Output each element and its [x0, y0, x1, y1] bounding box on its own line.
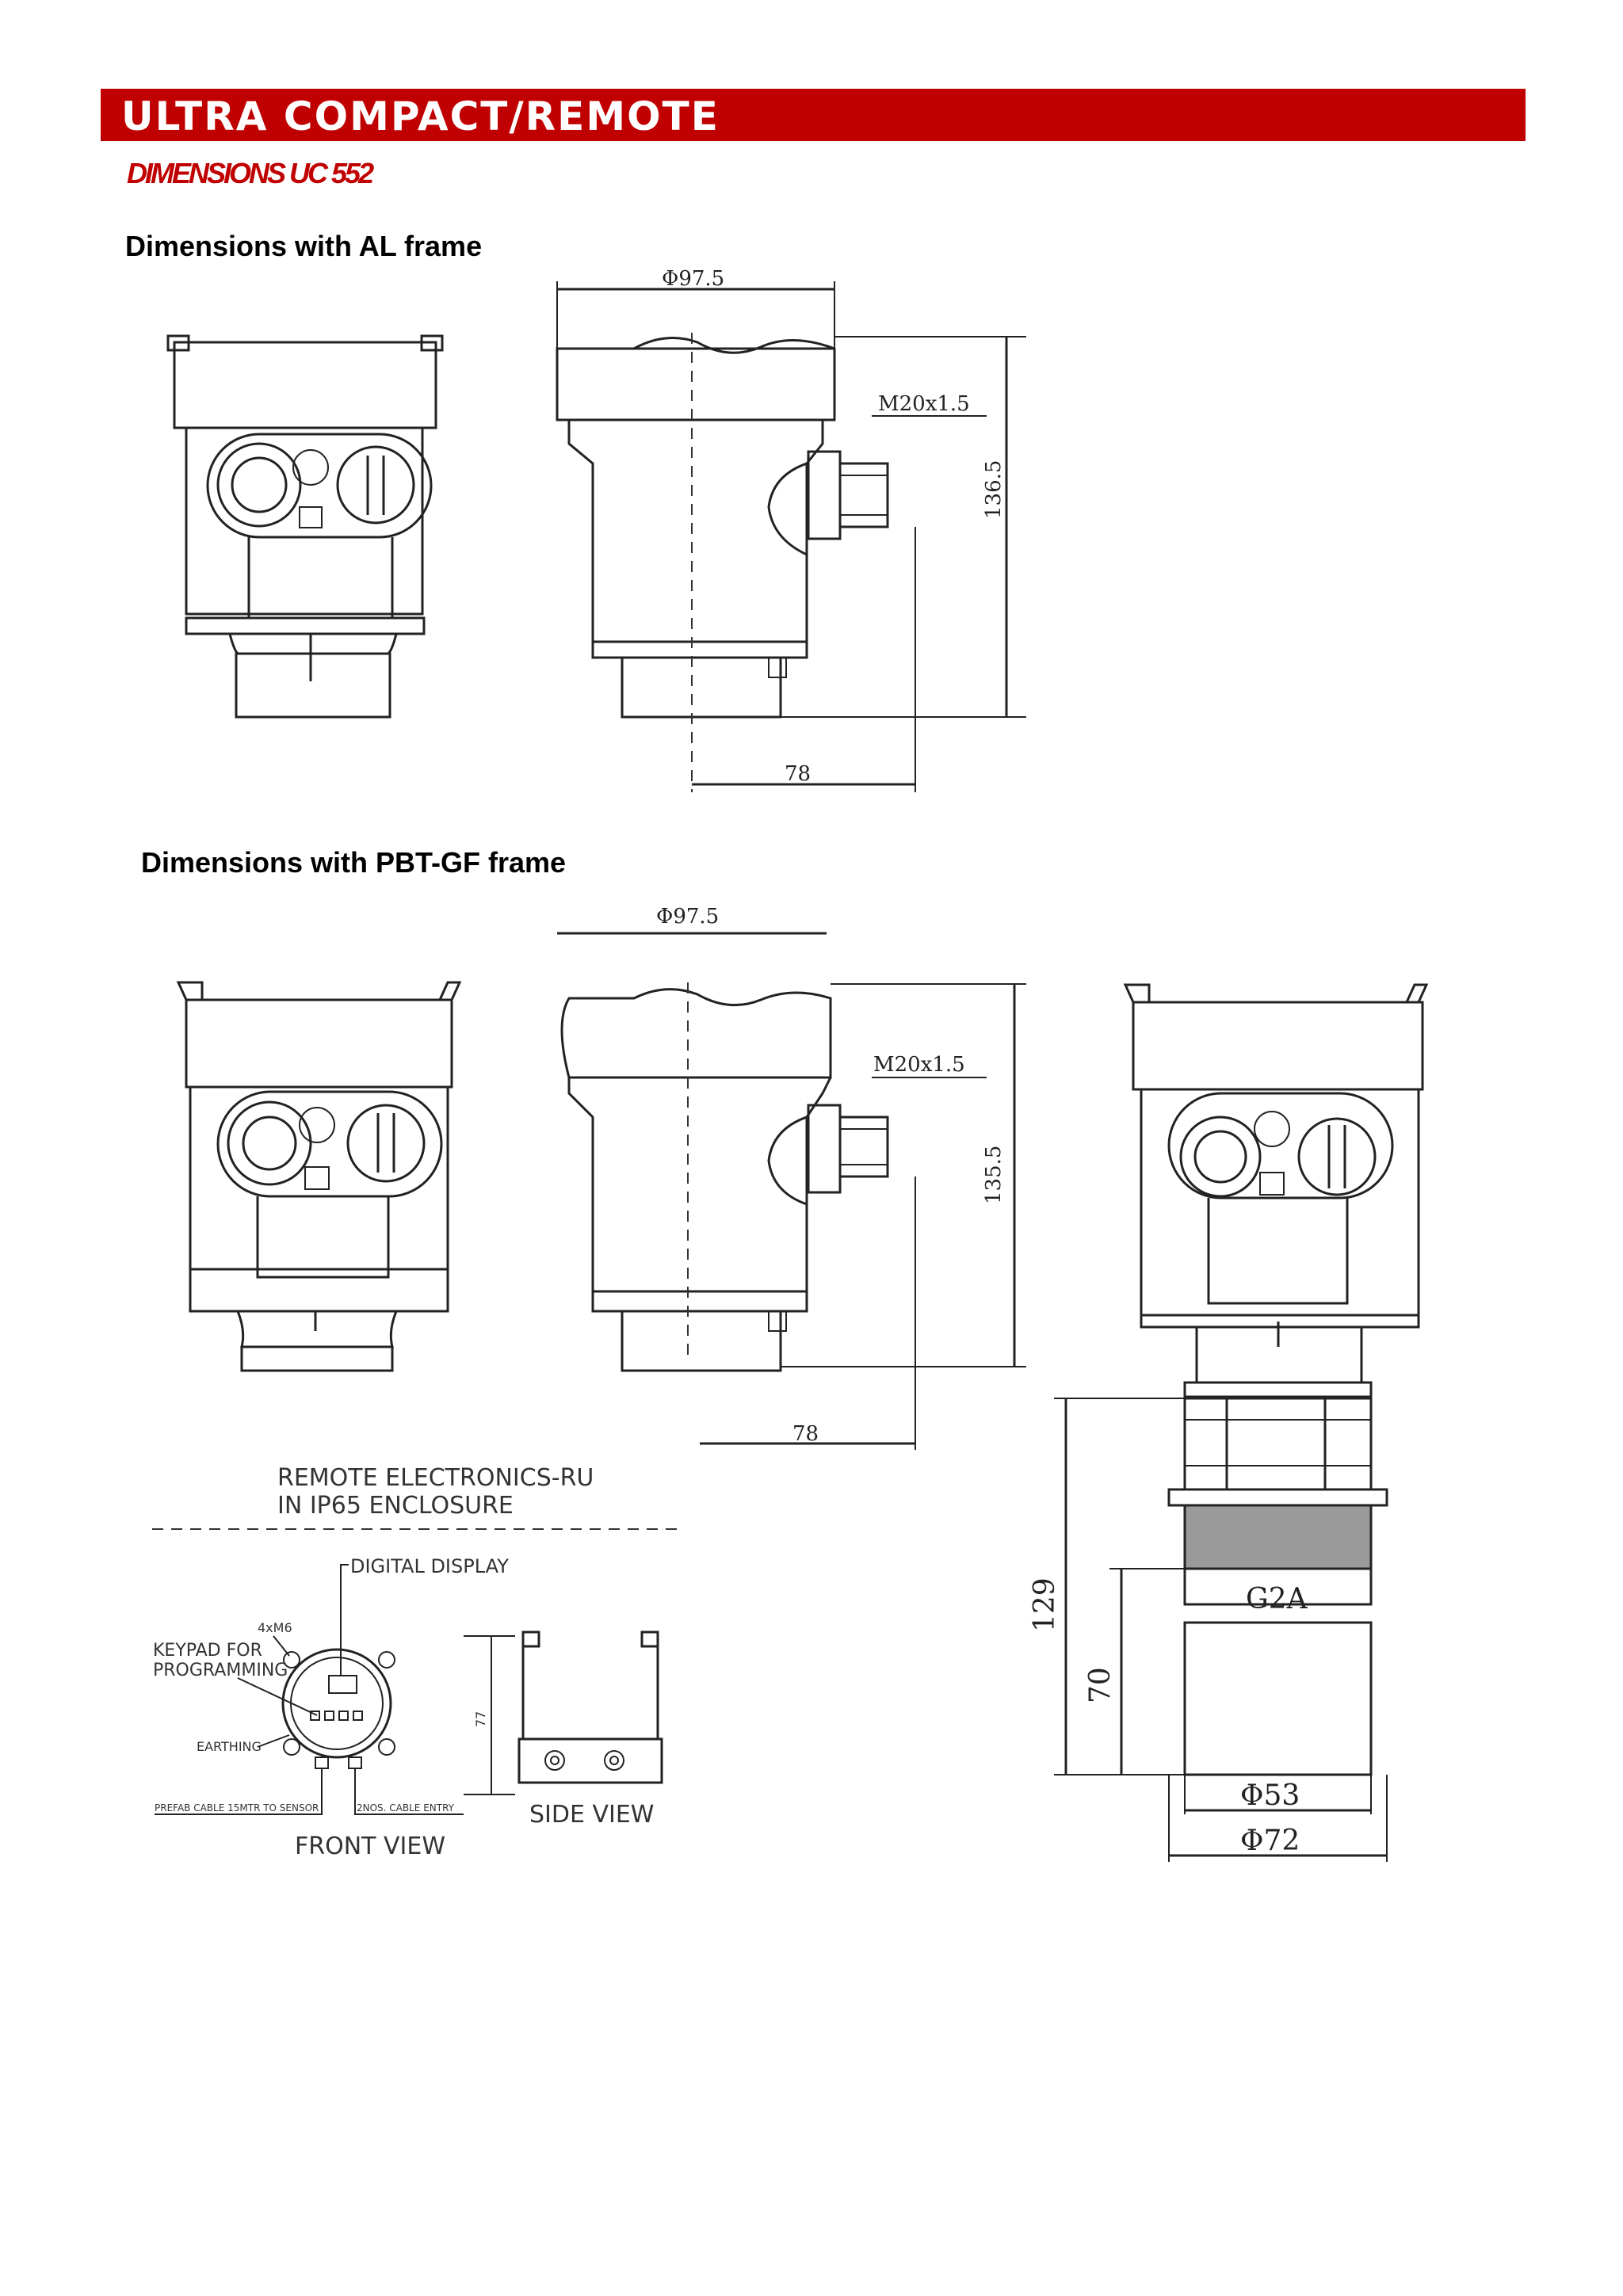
- pbt-height-label: 135.5: [982, 1146, 1006, 1204]
- banner-title: ULTRA COMPACT/REMOTE: [121, 93, 720, 139]
- remote-title-line1: REMOTE ELECTRONICS-RU: [277, 1464, 594, 1492]
- al-diameter-label: Φ97.5: [662, 267, 724, 291]
- al-front-view: [166, 334, 444, 719]
- page-subtitle: DIMENSIONS UC 552: [127, 157, 374, 189]
- al-thread-label: M20x1.5: [878, 392, 970, 416]
- cable-entry-label: 2NOS. CABLE ENTRY: [357, 1802, 455, 1814]
- screw-label: 4xM6: [258, 1620, 292, 1635]
- page-banner: ULTRA COMPACT/REMOTE: [101, 89, 1526, 141]
- remote-title-line2: IN IP65 ENCLOSURE: [277, 1492, 514, 1520]
- thread-length-label: 70: [1084, 1667, 1117, 1703]
- inner-diameter-label: Φ53: [1240, 1779, 1300, 1812]
- remote-electronics: REMOTE ELECTRONICS-RU IN IP65 ENCLOSURE …: [152, 1464, 678, 1860]
- digital-display-label: DIGITAL DISPLAY: [350, 1555, 509, 1577]
- section-heading-pbt: Dimensions with PBT-GF frame: [141, 846, 567, 879]
- prefab-cable-label: PREFAB CABLE 15MTR TO SENSOR: [155, 1802, 319, 1814]
- al-side-view: Φ97.5 136.5 M20x1.5 78: [556, 267, 1026, 792]
- pbt-front-view: [176, 981, 462, 1372]
- al-height-label: 136.5: [982, 460, 1006, 519]
- keypad-label-line1: KEYPAD FOR: [153, 1641, 262, 1661]
- sensor-length-label: 129: [1029, 1577, 1061, 1632]
- earthing-label: EARTHING: [197, 1739, 262, 1754]
- side-view-label: SIDE VIEW: [529, 1801, 654, 1829]
- section-heading-al: Dimensions with AL frame: [125, 230, 483, 262]
- sensor-view: G2A 129 70 Φ53 Φ72: [1029, 983, 1429, 1862]
- pbt-width-label: 78: [792, 1422, 819, 1446]
- keypad-label-line2: PROGRAMMING: [153, 1661, 288, 1680]
- pbt-side-view: Φ97.5 135.5 M20x1.5 78: [557, 905, 1026, 1450]
- side-dim-label: 77: [473, 1711, 488, 1727]
- pbt-diameter-label: Φ97.5: [656, 905, 719, 929]
- pbt-thread-label: M20x1.5: [873, 1053, 965, 1077]
- front-view-label: FRONT VIEW: [295, 1833, 445, 1860]
- thread-size-label: G2A: [1246, 1583, 1308, 1615]
- outer-diameter-label: Φ72: [1240, 1825, 1300, 1857]
- al-width-label: 78: [785, 762, 811, 786]
